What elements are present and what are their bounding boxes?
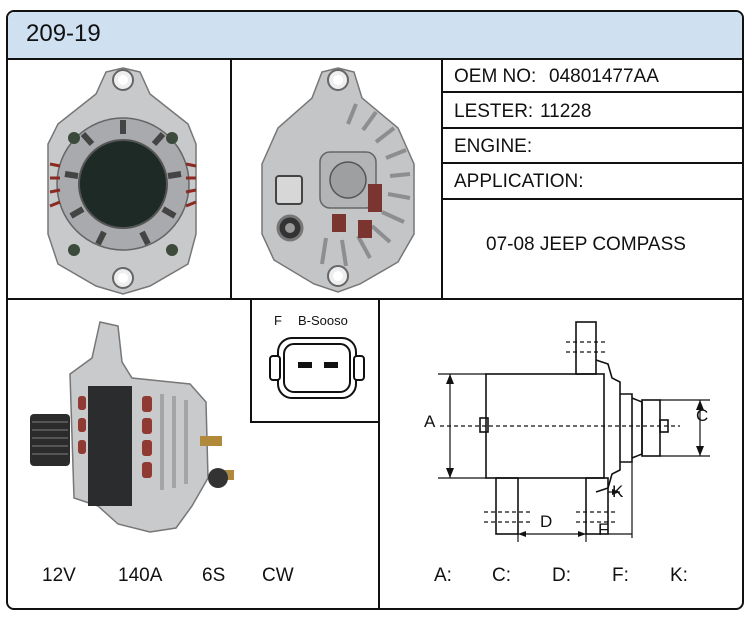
dim-k-label: K: [670,565,688,586]
oem-label: OEM NO: [454,66,537,87]
dim-a-label: A: [434,565,452,586]
part-number-title: 209-19 [26,20,101,47]
connector-pin-b: B-Sooso [298,313,348,328]
spec-pulley: 6S [202,565,226,586]
header-bar: 209-19 [8,12,742,60]
info-divider-1 [441,91,742,93]
oem-value: 04801477AA [549,66,659,87]
info-divider-3 [441,162,742,164]
application-value: 07-08 JEEP COMPASS [486,234,686,255]
alternator-rear-view [261,67,415,293]
spec-voltage: 12V [42,565,76,586]
lester-value: 11228 [540,101,592,122]
info-divider-4 [441,198,742,200]
lester-label: LESTER: [454,101,534,122]
divider-top-1 [230,58,232,298]
product-card: 209-19 OEM NO: 04801477AA LESTER: 11228 … [6,10,744,610]
dim-d-label: D: [552,565,571,586]
application-label: APPLICATION: [454,171,584,192]
dim-f-marker: F [598,520,609,539]
dim-c-label: C: [492,565,511,586]
info-divider-2 [441,127,742,129]
connector-box-bottom [250,421,379,423]
dim-f-label: F: [612,565,629,586]
connector-diagram [269,337,365,399]
alternator-front-view [47,67,197,295]
spec-rotation: CW [262,565,294,586]
connector-pin-f: F [274,313,282,328]
dim-c-marker: C [696,406,709,425]
dim-a-marker: A [424,412,436,431]
dimension-drawing [438,321,710,542]
dim-k-marker: K [612,482,624,501]
divider-top-2 [441,58,443,298]
dim-d-marker: D [540,512,553,531]
engine-label: ENGINE: [454,136,533,157]
spec-amperage: 140A [118,565,163,586]
divider-bottom [378,298,380,608]
divider-middle [8,298,742,300]
alternator-side-view [30,321,234,533]
connector-box-left [250,298,252,422]
